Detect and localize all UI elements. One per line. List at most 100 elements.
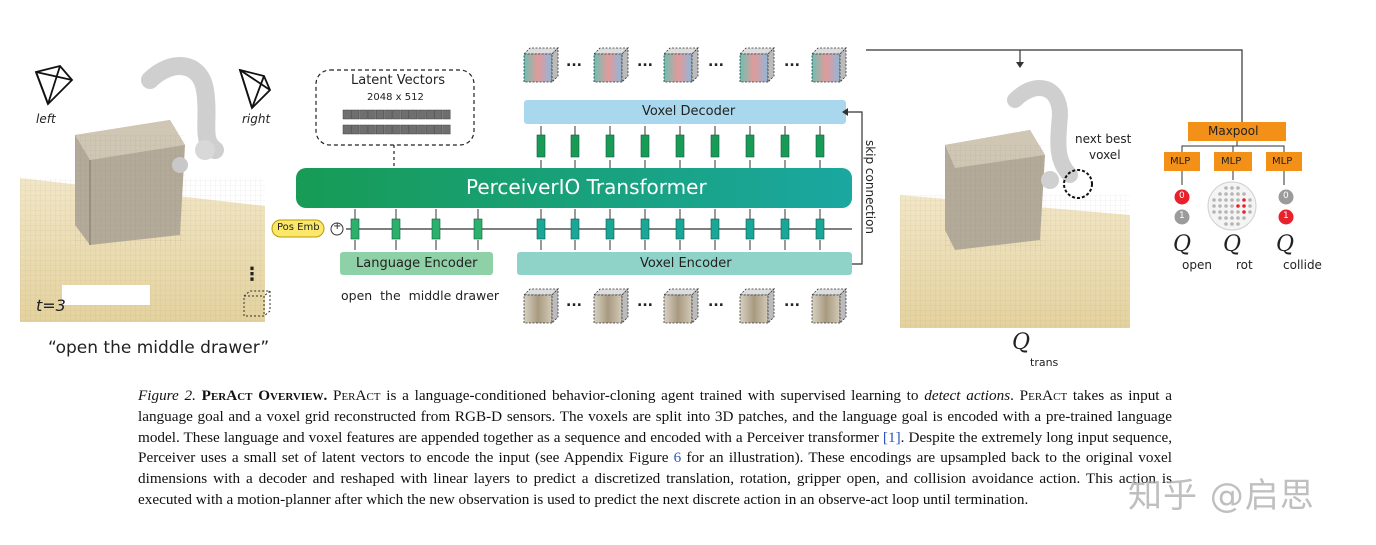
voxel-decoder-label: Voxel Decoder: [642, 104, 736, 119]
decoded-token-block: [640, 134, 650, 158]
q-trans-subscript: trans: [1030, 356, 1059, 369]
camera-left-icon: [34, 64, 74, 106]
output-voxel-patches: [523, 47, 847, 83]
q-trans-symbol: Q: [1012, 330, 1031, 355]
q-open-subscript: open: [1182, 258, 1212, 272]
perceiverio-transformer-block: [296, 168, 852, 208]
token-column: [710, 126, 720, 250]
token-block: [536, 218, 546, 240]
ellipsis-dots: ...: [708, 294, 724, 310]
open-bit-1: [1174, 209, 1190, 225]
decoded-token-block: [605, 134, 615, 158]
mlp-open-label: MLP: [1170, 156, 1191, 167]
voxel-cube: [663, 288, 699, 324]
zhihu-watermark: 知乎 @启思: [1128, 476, 1315, 516]
camera-right-label: right: [242, 112, 271, 126]
mlp-rot-label: MLP: [1221, 156, 1242, 167]
collide-bit-1-text: 1: [1283, 211, 1289, 221]
voxel-cube: [523, 47, 559, 83]
token-column: [473, 209, 483, 250]
voxel-cube: [523, 288, 559, 324]
mlp-block-rot: [1214, 152, 1252, 171]
latent-vectors-box: [315, 69, 475, 168]
ellipsis-dots: ...: [784, 54, 800, 70]
q-rot-subscript: rot: [1236, 258, 1253, 272]
timestep-label: t=3: [36, 296, 66, 315]
q-open-symbol: Q: [1173, 232, 1192, 257]
skip-connection-label: skip connection: [863, 139, 877, 235]
open-bit-0: [1174, 189, 1190, 205]
left-scene: [20, 57, 272, 322]
caption-peract-2: PerAct: [1019, 387, 1068, 404]
caption-text-1: is a language-conditioned behavior-cloni…: [380, 387, 925, 404]
voxel-label: voxel: [1089, 148, 1121, 162]
peract-overview-figure: [20, 47, 1302, 328]
open-bit-0-text: 0: [1179, 191, 1185, 201]
latent-bar-row: [342, 109, 451, 120]
token-column: [745, 126, 755, 250]
instruction-quote: “open the middle drawer”: [48, 338, 270, 358]
token-column: [675, 126, 685, 250]
decoded-token-block: [675, 134, 685, 158]
plus-symbol: +: [333, 221, 342, 232]
decoded-token-block: [745, 134, 755, 158]
collide-bit-0-text: 0: [1283, 191, 1289, 201]
ellipsis-dots: ...: [637, 294, 653, 310]
voxel-decoder-block: [524, 100, 846, 124]
voxel-patch-icon: [243, 290, 272, 317]
voxel-encoder-label: Voxel Encoder: [640, 256, 732, 271]
pos-emb-pill: [271, 219, 325, 238]
skip-connection-arrow: [842, 108, 863, 265]
caption-detect-actions: detect actions: [924, 387, 1011, 404]
caption-text-2: takes as input a language goal and a vox…: [138, 387, 1172, 446]
voxel-cube: [811, 47, 847, 83]
voxel-cube: [593, 288, 629, 324]
ellipsis-dots: ...: [637, 54, 653, 70]
token-column: [536, 126, 546, 250]
caption-text-1-end: .: [1010, 387, 1014, 404]
voxel-cube: [739, 288, 775, 324]
token-column: [391, 209, 401, 250]
voxel-cube: [663, 47, 699, 83]
collide-bit-1: [1278, 209, 1294, 225]
token-block: [675, 218, 685, 240]
token-column: [780, 126, 790, 250]
token-column: [350, 209, 360, 250]
camera-right-icon: [238, 68, 272, 110]
token-block: [745, 218, 755, 240]
caption-figure-label: Figure 2.: [138, 387, 196, 404]
rotation-sphere-icon: [1207, 181, 1257, 231]
language-encoder-label: Language Encoder: [356, 256, 478, 271]
token-block: [710, 218, 720, 240]
token-block: [815, 218, 825, 240]
q-rot-symbol: Q: [1223, 232, 1242, 257]
token-columns: [350, 126, 825, 250]
q-collide-subscript: collide: [1283, 258, 1322, 272]
transformer-label: PerceiverIO Transformer: [466, 175, 707, 199]
decoded-token-block: [570, 134, 580, 158]
token-column: [815, 126, 825, 250]
mlp-block-collide: [1266, 152, 1302, 171]
token-column: [605, 126, 615, 250]
latent-bar-row: [342, 124, 451, 135]
latent-vectors-dims: 2048 x 512: [367, 92, 424, 103]
language-encoder-block: [340, 252, 493, 275]
ellipsis-dots: ...: [566, 294, 582, 310]
token-block: [570, 218, 580, 240]
input-voxel-patches: [523, 288, 847, 324]
ellipsis-dots: ...: [566, 54, 582, 70]
figure-caption: Figure 2. PerAct Overview. PerAct is a l…: [138, 386, 1172, 511]
ellipsis-dots: ...: [784, 294, 800, 310]
token-block: [350, 218, 360, 240]
caption-ref-appendix-figure[interactable]: 6: [673, 449, 682, 467]
token-block: [391, 218, 401, 240]
token-column: [640, 126, 650, 250]
decoded-token-block: [780, 134, 790, 158]
token-block: [605, 218, 615, 240]
caption-ref-1[interactable]: [1]: [882, 428, 901, 446]
pos-emb-label: Pos Emb: [277, 222, 320, 233]
token-block: [473, 218, 483, 240]
open-bit-1-text: 1: [1179, 211, 1185, 221]
token-block: [640, 218, 650, 240]
caption-text-4: for an illustration). These encodings ar…: [138, 449, 1172, 508]
